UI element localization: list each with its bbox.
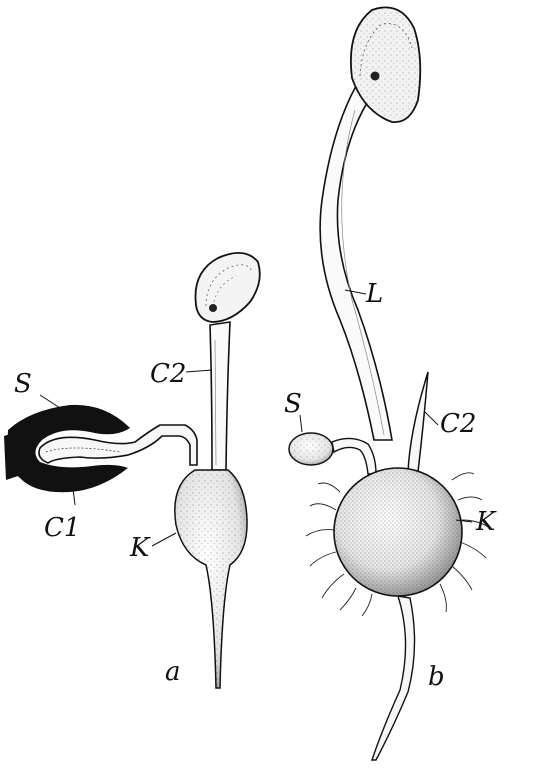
leaf-blade-a	[195, 253, 259, 322]
label-tuber-a: K	[129, 533, 151, 563]
panel-b-seedling	[289, 7, 490, 760]
tuber-a	[175, 470, 247, 688]
label-panel-a: a	[165, 657, 181, 687]
label-tuber-b: K	[475, 507, 497, 537]
label-leaf-l: L	[365, 279, 383, 309]
leaf-stalk-l	[320, 86, 392, 440]
label-seed-b: S	[284, 389, 302, 419]
label-seed-coat-a: S	[14, 369, 32, 399]
cotyledon-c2-stalk	[210, 322, 230, 470]
label-panel-b: b	[428, 662, 445, 692]
label-cotyledon-c2-b: C2	[440, 409, 476, 439]
cotyledon-c2-sprout	[408, 372, 428, 472]
label-cotyledon-c1-a: C1	[44, 513, 80, 543]
seed-b	[289, 433, 376, 474]
panel-a-seedling	[4, 253, 260, 688]
tuber-b	[306, 468, 490, 760]
label-cotyledon-c2-a: C2	[150, 359, 186, 389]
